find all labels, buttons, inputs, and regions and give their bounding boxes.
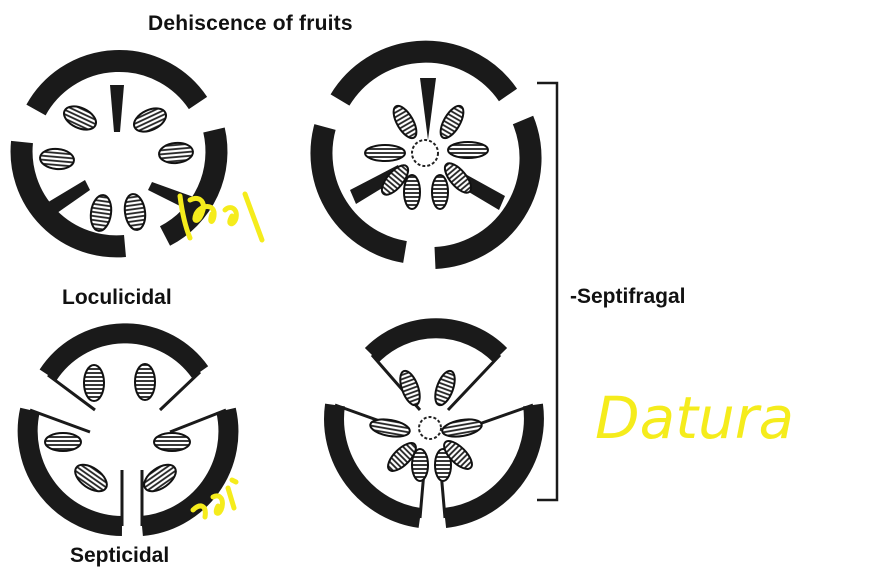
septicidal-seeds — [45, 364, 190, 497]
datura-handwriting: Datura — [595, 384, 794, 452]
loculicidal-label: Loculicidal — [62, 286, 172, 310]
central-axis — [412, 140, 438, 166]
diagram-title: Dehiscence of fruits — [148, 12, 353, 36]
septicidal-fruit-diagram — [28, 333, 229, 526]
septifragal-label: -Septifragal — [570, 285, 686, 309]
loculicidal-fruit-diagram — [22, 61, 217, 246]
datura-text: Datura — [595, 384, 794, 452]
septifragal-upper-diagram — [321, 52, 530, 258]
septifragal-lower-diagram — [334, 328, 534, 518]
septicidal-label: Septicidal — [70, 544, 169, 568]
